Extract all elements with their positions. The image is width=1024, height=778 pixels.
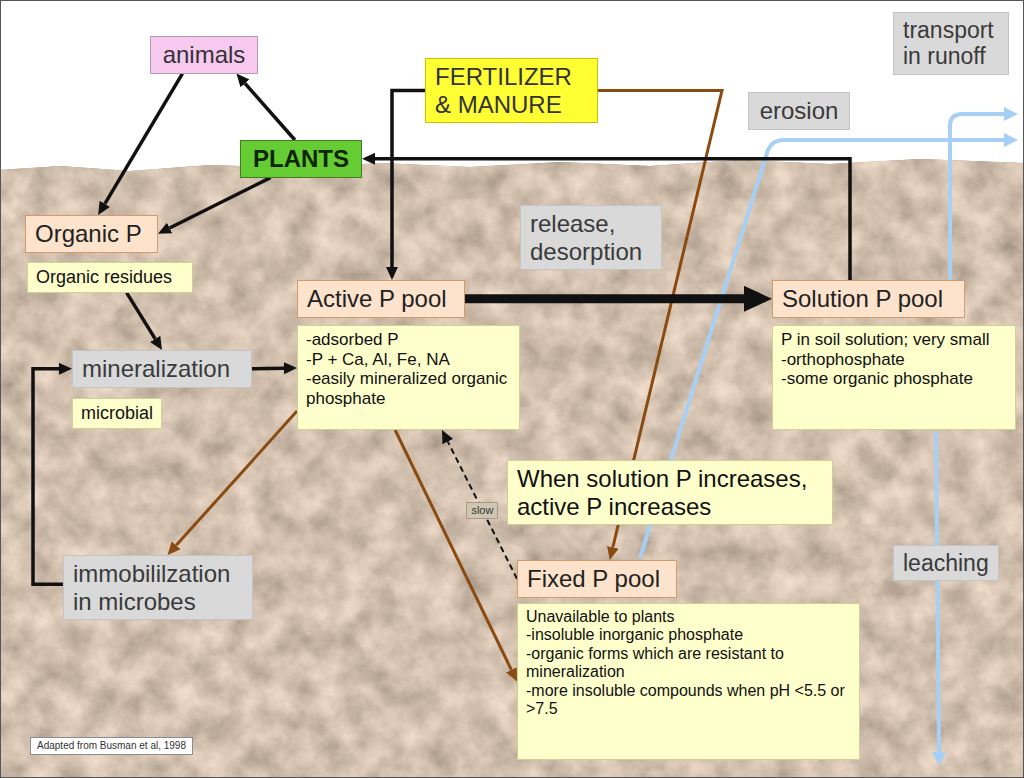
node-text: -organic forms which are resistant to mi… <box>526 645 851 682</box>
connector-group <box>33 74 850 670</box>
leaching-line <box>936 432 939 752</box>
node-text: transport in runoff <box>903 17 999 70</box>
note-box: Organic residues <box>27 262 193 293</box>
node-text: mineralization <box>82 355 242 383</box>
loss-label-box: erosion <box>748 92 850 130</box>
pool-title-box: Fixed P pool <box>517 560 677 598</box>
node-text: -more insoluble compounds when pH <5.5 o… <box>526 682 851 719</box>
node-text: P in soil solution; very small <box>781 330 1007 350</box>
node-text: -easily mineralized organic phosphate <box>306 369 511 408</box>
process-box: immobililzation in microbes <box>63 555 253 620</box>
process-box: mineralization <box>72 350 252 388</box>
flow-arrow <box>170 178 271 228</box>
pool-detail-box: P in soil solution; very small-orthophos… <box>772 325 1016 430</box>
flow-arrow <box>375 159 850 280</box>
note-box: microbial <box>72 398 162 429</box>
flow-arrow <box>33 369 63 585</box>
node-text: release, desorption <box>530 210 652 265</box>
soil-base <box>0 159 1024 778</box>
node-text: Solution P pool <box>782 285 955 313</box>
node-text: Active P pool <box>307 285 455 313</box>
flow-arrow <box>127 293 156 339</box>
node-text: -insoluble inorganic phosphate <box>526 626 851 644</box>
node-text: immobililzation in microbes <box>73 560 243 615</box>
node-text: Unavailable to plants <box>526 608 851 626</box>
organism-box: animals <box>150 36 258 74</box>
flow-arrow <box>392 91 425 267</box>
pool-title-box: Solution P pool <box>772 280 965 318</box>
runoff-line <box>950 114 1004 280</box>
loss-label-box: leaching <box>893 545 999 581</box>
loss-label-box: transport in runoff <box>893 12 1009 75</box>
process-box: release, desorption <box>520 205 662 270</box>
node-text: FERTILIZER & MANURE <box>435 63 588 118</box>
soil-texture <box>0 159 1024 778</box>
node-text: -adsorbed P <box>306 330 511 350</box>
flow-arrow <box>465 294 744 303</box>
node-text: When solution P increases, active P incr… <box>517 465 823 520</box>
pool-title-box: Active P pool <box>297 280 465 318</box>
edge-label-patch: slow <box>466 502 498 519</box>
flow-arrow <box>245 83 295 140</box>
transfer-arrow <box>176 411 297 545</box>
flow-arrow <box>252 367 284 371</box>
node-text: -some organic phosphate <box>781 369 1007 389</box>
note-box: When solution P increases, active P incr… <box>507 460 833 525</box>
node-text: -P + Ca, Al, Fe, NA <box>306 350 511 370</box>
node-text: microbial <box>81 403 153 424</box>
plant-box: PLANTS <box>240 140 362 178</box>
node-text: animals <box>160 41 248 69</box>
source-credit-box: Adapted from Busman et al, 1998 <box>30 737 193 755</box>
node-text: Fixed P pool <box>527 565 667 593</box>
edge-label: slow <box>471 504 493 516</box>
node-text: -orthophosphate <box>781 350 1007 370</box>
node-text: erosion <box>758 97 840 125</box>
pool-detail-box: Unavailable to plants-insoluble inorgani… <box>517 603 860 760</box>
node-text: Organic residues <box>36 267 184 288</box>
node-text: Adapted from Busman et al, 1998 <box>37 740 186 752</box>
transfer-arrow <box>395 430 511 670</box>
flow-arrow <box>105 74 183 204</box>
node-text: PLANTS <box>250 145 352 173</box>
node-text: leaching <box>903 550 989 576</box>
pool-detail-box: -adsorbed P-P + Ca, Al, Fe, NA-easily mi… <box>297 325 520 430</box>
node-text: Organic P <box>35 220 148 248</box>
input-box: FERTILIZER & MANURE <box>425 58 598 123</box>
pool-title-box: Organic P <box>25 215 158 253</box>
